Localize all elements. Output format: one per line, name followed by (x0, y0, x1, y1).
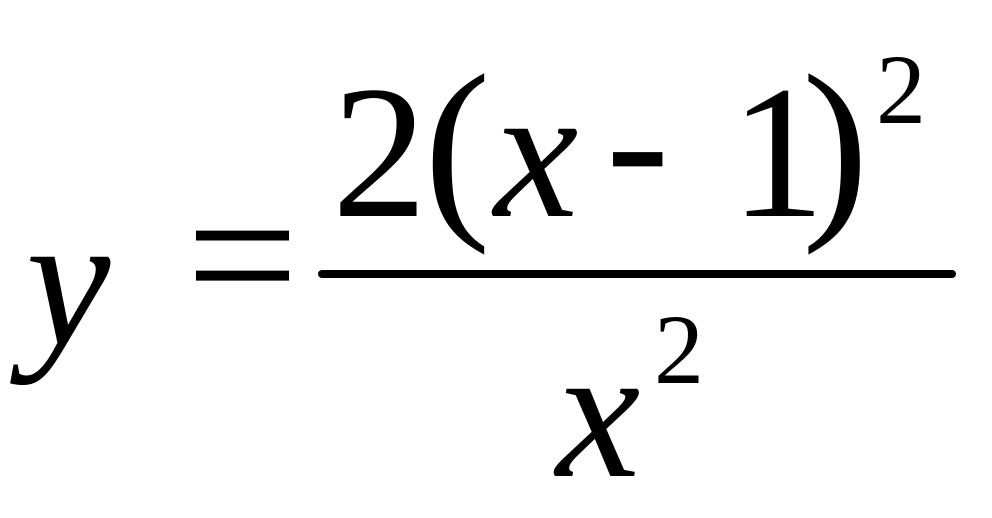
numerator-variable: x (494, 48, 579, 258)
numerator-minus-operator: - (606, 36, 670, 246)
numerator-open-paren: ( (424, 35, 491, 256)
numerator-close-paren: ) (802, 35, 869, 256)
denominator-variable: x (556, 308, 641, 518)
numerator-exponent: 2 (876, 34, 926, 145)
numerator-coefficient: 2 (332, 48, 427, 258)
numerator-constant: 1 (730, 48, 825, 258)
math-formula: y = 2 ( x - 1 ) 2 x 2 (26, 34, 956, 508)
fraction-bar (318, 270, 956, 278)
formula-equals-sign: = (186, 145, 299, 366)
formula-lhs-variable: y (26, 176, 111, 386)
denominator-exponent: 2 (654, 294, 704, 405)
